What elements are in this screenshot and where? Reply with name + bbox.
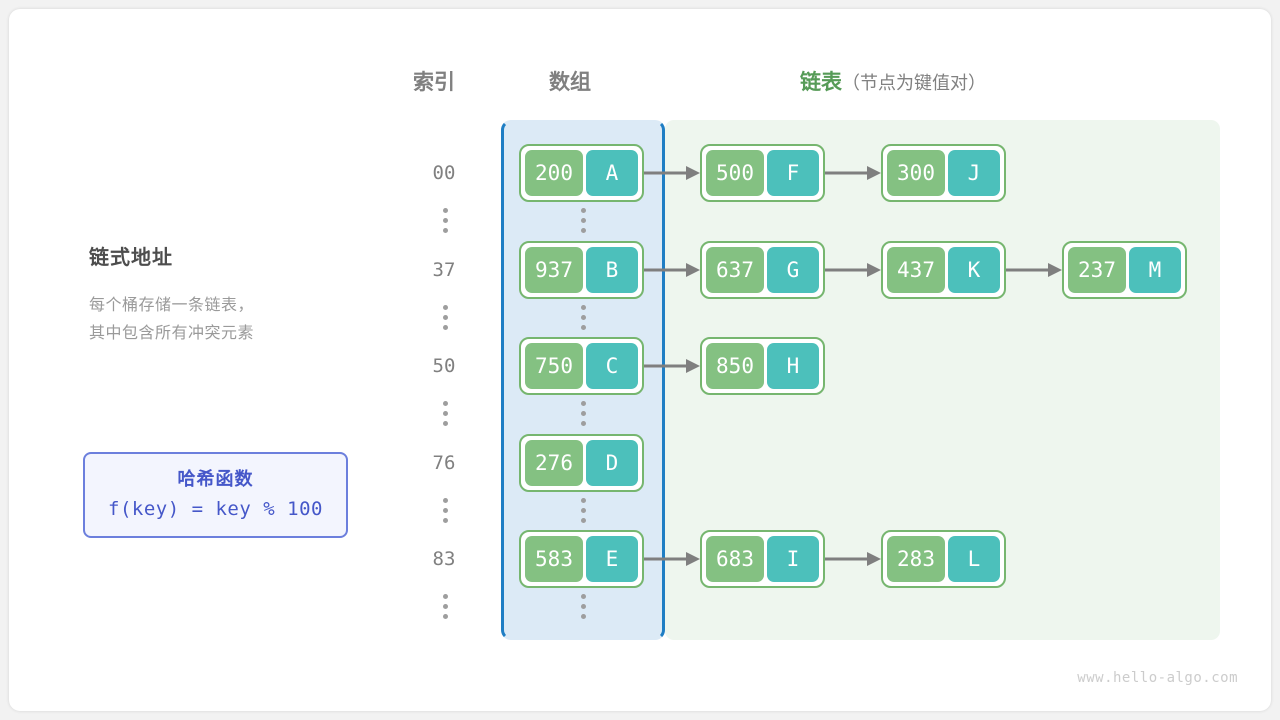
node-key-cell: 500 (706, 150, 764, 196)
hash-function-title: 哈希函数 (177, 469, 254, 489)
node-key-cell: 937 (525, 247, 583, 293)
node-key-cell: 200 (525, 150, 583, 196)
node-key-cell: 750 (525, 343, 583, 389)
bucket-index-label: 00 (432, 162, 456, 184)
node-value-cell: L (948, 536, 1000, 582)
node-value-cell: C (586, 343, 638, 389)
column-header-linked-list-main: 链表 (800, 71, 842, 94)
index-column-ellipsis (438, 401, 452, 429)
index-column-ellipsis (438, 594, 452, 622)
node-key-cell: 583 (525, 536, 583, 582)
node-key-cell: 850 (706, 343, 764, 389)
node-key-cell: 300 (887, 150, 945, 196)
node-value-cell: J (948, 150, 1000, 196)
node-value-cell: F (767, 150, 819, 196)
column-header-linked-list-sub: （节点为键值对） (842, 73, 986, 93)
node-value-cell: E (586, 536, 638, 582)
node-key-cell: 437 (887, 247, 945, 293)
bucket-index-label: 76 (432, 452, 456, 474)
index-column-ellipsis (438, 305, 452, 333)
diagram-card: 索引 数组 链表（节点为键值对） 链式地址 每个桶存储一条链表， 其中包含所有冲… (9, 9, 1271, 711)
bucket-index-label: 50 (432, 355, 456, 377)
node-value-cell: D (586, 440, 638, 486)
node-value-cell: M (1129, 247, 1181, 293)
next-pointer-arrow-icon (644, 166, 700, 180)
array-column-ellipsis (576, 594, 590, 622)
node-value-cell: A (586, 150, 638, 196)
description-line-2: 其中包含所有冲突元素 (89, 325, 255, 342)
node-value-cell: B (586, 247, 638, 293)
hash-function-box: 哈希函数 f(key) = key % 100 (83, 452, 348, 538)
next-pointer-arrow-icon (644, 263, 700, 277)
column-header-linked-list: 链表（节点为键值对） (800, 66, 986, 96)
node-value-cell: K (948, 247, 1000, 293)
node-value-cell: I (767, 536, 819, 582)
bucket-index-label: 37 (432, 259, 456, 281)
array-column-ellipsis (576, 208, 590, 236)
next-pointer-arrow-icon (825, 166, 881, 180)
next-pointer-arrow-icon (1006, 263, 1062, 277)
node-value-cell: G (767, 247, 819, 293)
index-column-ellipsis (438, 498, 452, 526)
column-header-index: 索引 (413, 71, 455, 94)
node-value-cell: H (767, 343, 819, 389)
next-pointer-arrow-icon (644, 552, 700, 566)
bucket-index-label: 83 (432, 548, 456, 570)
node-key-cell: 276 (525, 440, 583, 486)
next-pointer-arrow-icon (825, 263, 881, 277)
description-body: 每个桶存储一条链表， 其中包含所有冲突元素 (89, 292, 254, 348)
description-title: 链式地址 (89, 247, 173, 269)
hash-function-formula: f(key) = key % 100 (108, 498, 323, 520)
watermark: www.hello-algo.com (1077, 670, 1238, 686)
array-column-ellipsis (576, 305, 590, 333)
node-key-cell: 283 (887, 536, 945, 582)
node-key-cell: 237 (1068, 247, 1126, 293)
array-column-ellipsis (576, 401, 590, 429)
description-line-1: 每个桶存储一条链表， (89, 297, 255, 314)
array-column-ellipsis (576, 498, 590, 526)
node-key-cell: 683 (706, 536, 764, 582)
index-column-ellipsis (438, 208, 452, 236)
node-key-cell: 637 (706, 247, 764, 293)
next-pointer-arrow-icon (825, 552, 881, 566)
column-header-array: 数组 (549, 71, 591, 94)
next-pointer-arrow-icon (644, 359, 700, 373)
